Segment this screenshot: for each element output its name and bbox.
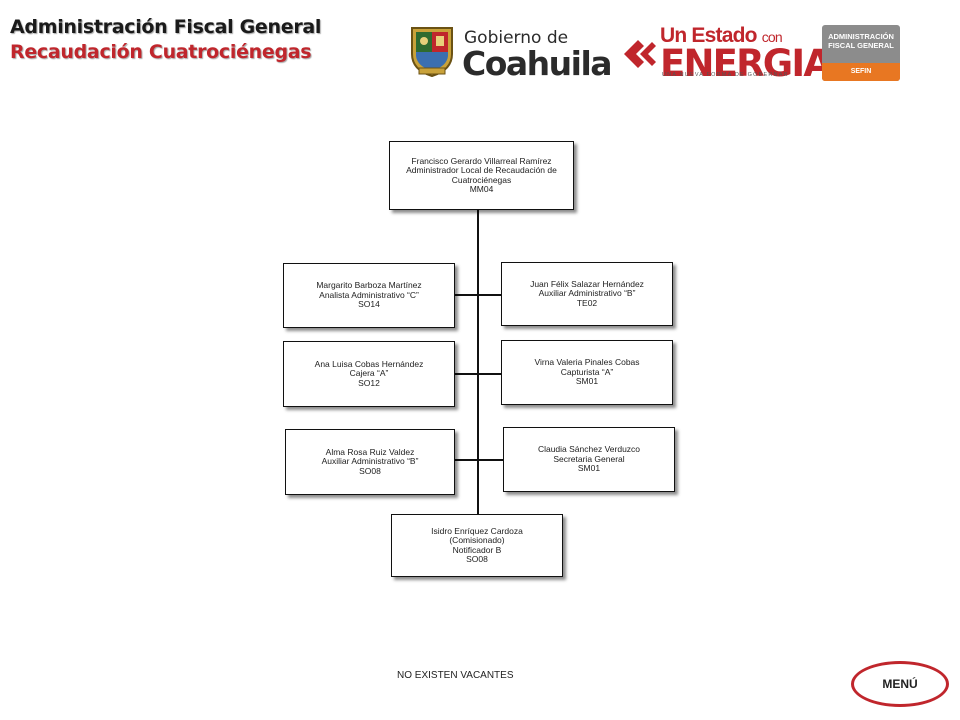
org-node-left-3: Alma Rosa Ruiz Valdez Auxiliar Administr… [285, 429, 455, 495]
node-role: Cajera “A” [349, 368, 389, 379]
node-name: Alma Rosa Ruiz Valdez [325, 446, 415, 457]
node-name: Virna Valeria Pinales Cobas [534, 357, 640, 368]
node-code: SM01 [577, 463, 601, 474]
energia-con: con [761, 29, 783, 45]
connector-left-3 [454, 459, 478, 461]
org-node-right-1: Juan Félix Salazar Hernández Auxiliar Ad… [501, 262, 673, 326]
node-code: SO08 [466, 554, 488, 564]
node-role: Auxiliar Administrativo “B” [321, 456, 419, 467]
energia-mark-icon [624, 40, 656, 68]
node-note: (Comisionado) [449, 535, 505, 545]
gobierno-logo-big-text: Coahuila [462, 44, 613, 83]
node-role: Administrador Local de Recaudación de Cu… [406, 165, 557, 185]
org-node-right-2: Virna Valeria Pinales Cobas Capturista “… [501, 340, 673, 405]
node-role: Auxiliar Administrativo “B” [538, 288, 636, 299]
vacancies-note: NO EXISTEN VACANTES [397, 670, 514, 681]
connector-left-1 [454, 294, 478, 296]
page-subtitle: Recaudación Cuatrociénegas [10, 41, 312, 63]
node-name: Francisco Gerardo Villarreal Ramírez [411, 155, 552, 166]
menu-button[interactable]: MENÚ [851, 661, 949, 707]
energia-line1: Un Estado [660, 24, 757, 47]
estado-energia-logo: Un Estado con ENERGIA UNA NUEVA FORMA DE… [622, 24, 832, 85]
node-role: Capturista “A” [560, 366, 614, 377]
connector-right-3 [478, 459, 503, 461]
org-node-left-2: Ana Luisa Cobas Hernández Cajera “A” SO1… [283, 341, 455, 407]
node-code: SO12 [358, 377, 380, 388]
org-node-left-1: Margarito Barboza Martínez Analista Admi… [283, 263, 455, 328]
gobierno-logo-small-text: Gobierno de [464, 28, 569, 48]
connector-left-2 [454, 373, 478, 375]
afg-sefin-logo: ADMINISTRACIÓN FISCAL GENERAL SEFIN [822, 25, 900, 81]
node-name: Margarito Barboza Martínez [316, 280, 422, 291]
connector-right-1 [478, 294, 501, 296]
afg-logo-line2: FISCAL GENERAL [828, 41, 894, 50]
node-name: Juan Félix Salazar Hernández [530, 278, 644, 289]
menu-button-label: MENÚ [882, 677, 918, 691]
org-trunk-line [477, 209, 479, 515]
node-code: SO08 [359, 465, 381, 476]
coahuila-seal-logo [407, 24, 457, 78]
node-role: Analista Administrativo “C” [319, 289, 419, 300]
node-code: MM04 [469, 184, 494, 194]
node-name: Isidro Enríquez Cardoza [431, 525, 523, 536]
energia-line2: ENERGIA [660, 42, 832, 85]
node-role: Secretaria General [553, 453, 625, 464]
gobierno-coahuila-logo: Gobierno de Coahuila [462, 26, 613, 83]
node-role: Notificador B [452, 544, 502, 555]
org-node-head: Francisco Gerardo Villarreal Ramírez Adm… [389, 141, 574, 210]
page-title: Administración Fiscal General [10, 16, 322, 38]
node-name: Ana Luisa Cobas Hernández [314, 358, 424, 369]
afg-logo-band: SEFIN [850, 68, 872, 75]
node-code: SM01 [575, 376, 599, 387]
node-name: Claudia Sánchez Verduzco [537, 444, 641, 455]
energia-tagline: UNA NUEVA FORMA DE GOBERNAR [662, 72, 789, 78]
org-node-right-3: Claudia Sánchez Verduzco Secretaria Gene… [503, 427, 675, 492]
node-code: TE02 [576, 297, 598, 308]
connector-right-2 [478, 373, 501, 375]
node-code: SO14 [358, 299, 380, 310]
org-node-bottom: Isidro Enríquez Cardoza (Comisionado) No… [391, 514, 563, 577]
afg-logo-line1: ADMINISTRACIÓN [828, 32, 894, 41]
